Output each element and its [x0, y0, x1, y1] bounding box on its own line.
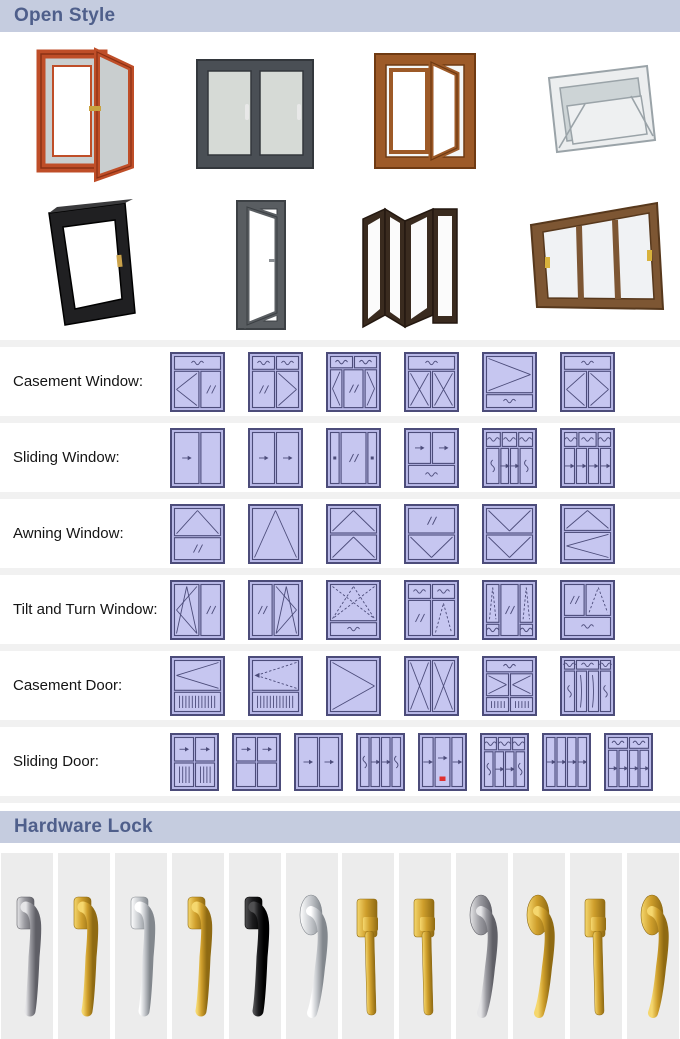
grey-casement-door-photo	[170, 189, 340, 340]
brown-bifold-door-photo	[340, 189, 510, 340]
awning-window-diagram-2	[248, 503, 303, 564]
awning-window-diagram-4	[404, 503, 459, 564]
photo-image	[236, 199, 286, 330]
diagram-row-sliding-window: Sliding Window:	[0, 416, 680, 492]
white-awning-window-photo	[510, 38, 680, 189]
photo-image	[362, 207, 458, 328]
tilt-and-turn-window-diagram-3	[326, 579, 381, 640]
black-hook-handle	[228, 853, 281, 1039]
sliding-window-diagram-2	[248, 427, 303, 488]
handle-photo-strip	[0, 853, 680, 1039]
sliding-door-diagram-1	[170, 732, 219, 791]
hardware-lock-section-header: Hardware Lock	[0, 811, 680, 843]
red-open-casement-window-photo	[0, 38, 170, 189]
gold-swan-neck-handle	[626, 853, 679, 1039]
wood-casement-window-photo	[340, 38, 510, 189]
diagram-row-awning-window: Awning Window:	[0, 492, 680, 568]
gold-straight-handle	[342, 853, 395, 1039]
casement-door-diagram-4	[404, 655, 459, 716]
diagram-row-label: Casement Window:	[13, 373, 144, 390]
sliding-window-diagram-5	[482, 427, 537, 488]
tilt-and-turn-window-diagram-4	[404, 579, 459, 640]
hardware-lock-title: Hardware Lock	[14, 816, 153, 837]
brown-sliding-door-photo	[510, 189, 680, 340]
sliding-door-diagram-4	[356, 732, 405, 791]
chrome-flat-handle	[114, 853, 167, 1039]
tilt-and-turn-window-diagram-6	[560, 579, 615, 640]
casement-window-diagram-5	[482, 351, 537, 412]
diagram-strip	[170, 655, 615, 716]
diagram-strip	[170, 503, 615, 564]
black-tilt-turn-window-photo	[0, 189, 170, 340]
casement-door-diagram-1	[170, 655, 225, 716]
photo-image	[547, 64, 657, 153]
silver-hook-handle	[1, 853, 53, 1039]
diagram-strip	[170, 427, 615, 488]
casement-door-diagram-3	[326, 655, 381, 716]
spacer	[0, 803, 680, 811]
diagram-strip	[170, 351, 615, 412]
gold-hook-handle	[57, 853, 110, 1039]
sliding-window-diagram-1	[170, 427, 225, 488]
diagram-row-label: Casement Door:	[13, 677, 123, 694]
sliding-door-diagram-7	[542, 732, 591, 791]
open-style-section-header: Open Style	[0, 0, 680, 32]
photo-image	[48, 198, 136, 326]
diagram-row-tilt-and-turn-window: Tilt and Turn Window:	[0, 568, 680, 644]
sliding-door-diagram-2	[232, 732, 281, 791]
gold-curve-handle	[513, 853, 566, 1039]
sliding-window-diagram-6	[560, 427, 615, 488]
diagram-row-label: Sliding Window:	[13, 449, 120, 466]
awning-window-diagram-6	[560, 503, 615, 564]
grey-curve-handle	[456, 853, 509, 1039]
photo-image	[36, 46, 134, 182]
gold-flat-handle	[171, 853, 224, 1039]
awning-window-diagram-1	[170, 503, 225, 564]
window-photo-grid	[0, 32, 680, 340]
tilt-and-turn-window-diagram-1	[170, 579, 225, 640]
diagram-row-sliding-door: Sliding Door:	[0, 720, 680, 803]
casement-window-diagram-2	[248, 351, 303, 412]
grey-sliding-window-photo	[170, 38, 340, 189]
awning-window-diagram-5	[482, 503, 537, 564]
sliding-door-diagram-5	[418, 732, 467, 791]
awning-window-diagram-3	[326, 503, 381, 564]
tilt-and-turn-window-diagram-5	[482, 579, 537, 640]
casement-door-diagram-5	[482, 655, 537, 716]
diagram-strip	[170, 579, 615, 640]
casement-window-diagram-6	[560, 351, 615, 412]
diagram-strip	[170, 732, 653, 791]
gold-faceted-plate-handle	[399, 853, 452, 1039]
spacer	[0, 843, 680, 853]
photo-image	[529, 201, 665, 310]
sliding-window-diagram-4	[404, 427, 459, 488]
photo-image	[196, 58, 314, 169]
open-style-title: Open Style	[14, 5, 116, 26]
sliding-door-diagram-8	[604, 732, 653, 791]
casement-window-diagram-3	[326, 351, 381, 412]
sliding-window-diagram-3	[326, 427, 381, 488]
casement-door-diagram-2	[248, 655, 303, 716]
casement-window-diagram-1	[170, 351, 225, 412]
sliding-door-diagram-3	[294, 732, 343, 791]
diagram-row-casement-door: Casement Door:	[0, 644, 680, 720]
diagram-row-label: Tilt and Turn Window:	[13, 601, 158, 618]
photo-image	[374, 52, 476, 169]
casement-window-diagram-4	[404, 351, 459, 412]
casement-door-diagram-6	[560, 655, 615, 716]
sliding-door-diagram-6	[480, 732, 529, 791]
tilt-and-turn-window-diagram-2	[248, 579, 303, 640]
chrome-curve-handle	[285, 853, 338, 1039]
diagram-row-label: Awning Window:	[13, 525, 124, 542]
open-style-diagram-table: Casement Window: Sliding Window: Awning Wi…	[0, 340, 680, 803]
gold-oval-plate-handle	[570, 853, 623, 1039]
diagram-row-casement-window: Casement Window:	[0, 340, 680, 416]
diagram-row-label: Sliding Door:	[13, 753, 99, 770]
